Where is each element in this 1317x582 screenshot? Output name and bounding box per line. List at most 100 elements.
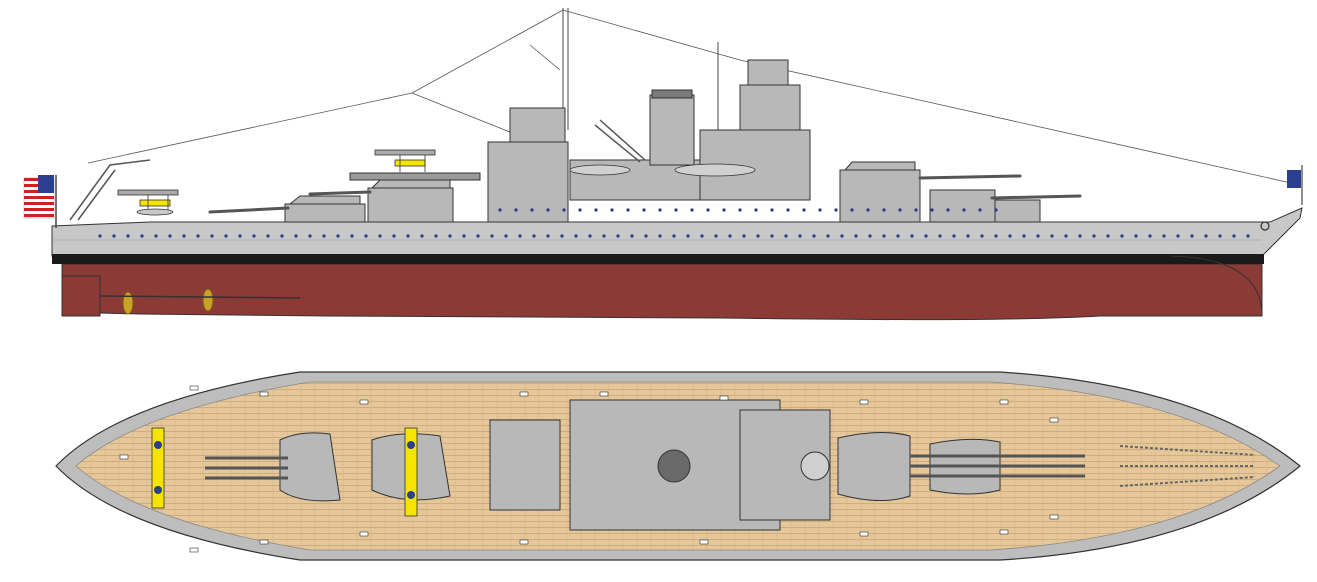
porthole: [1232, 234, 1236, 238]
rigging-lines: [87, 9, 1301, 186]
porthole: [610, 208, 614, 212]
bollard: [189, 385, 199, 391]
porthole: [448, 234, 452, 238]
porthole: [952, 234, 956, 238]
flag-stripe: [24, 202, 54, 205]
porthole: [392, 234, 396, 238]
porthole: [518, 234, 522, 238]
porthole: [978, 208, 982, 212]
porthole: [322, 234, 326, 238]
hull-red-lower: [61, 263, 1263, 321]
porthole: [1218, 234, 1222, 238]
propellers: [99, 288, 301, 315]
porthole: [854, 234, 858, 238]
anchor-hawse: [1260, 221, 1270, 231]
masts: [562, 8, 719, 140]
porthole: [818, 208, 822, 212]
superstructure-top: [489, 399, 831, 531]
bow-forefoot: [1169, 255, 1263, 317]
boat-crane: [594, 119, 646, 163]
aft-turret-2-top: [370, 179, 451, 189]
bollard: [359, 531, 369, 537]
fwd-deck-house: [994, 199, 1041, 223]
porthole: [1036, 234, 1040, 238]
porthole: [1050, 234, 1054, 238]
porthole: [644, 234, 648, 238]
porthole: [308, 234, 312, 238]
porthole: [630, 234, 634, 238]
porthole: [476, 234, 480, 238]
porthole: [378, 234, 382, 238]
porthole: [1162, 234, 1166, 238]
propeller-fwd: [202, 288, 214, 312]
bollard: [1049, 417, 1059, 423]
superstructure: [284, 59, 1041, 223]
porthole: [1190, 234, 1194, 238]
porthole: [962, 208, 966, 212]
porthole: [350, 234, 354, 238]
porthole: [756, 234, 760, 238]
porthole: [866, 208, 870, 212]
aft-turret-barbette: [284, 203, 366, 223]
director-top: [800, 451, 830, 481]
bollard: [859, 399, 869, 405]
porthole: [728, 234, 732, 238]
porthole: [882, 234, 886, 238]
porthole: [770, 234, 774, 238]
propeller-aft: [122, 291, 134, 315]
porthole: [784, 234, 788, 238]
porthole: [924, 234, 928, 238]
porthole: [910, 234, 914, 238]
porthole: [140, 234, 144, 238]
porthole: [658, 208, 662, 212]
porthole: [560, 234, 564, 238]
porthole: [530, 208, 534, 212]
bollard: [119, 454, 129, 460]
porthole: [980, 234, 984, 238]
porthole: [672, 234, 676, 238]
bollard: [359, 399, 369, 405]
porthole: [826, 234, 830, 238]
porthole: [686, 234, 690, 238]
anchor-chains: [1119, 445, 1256, 487]
top-plan-view: [55, 371, 1301, 561]
porthole: [616, 234, 620, 238]
deck-bollards: [119, 385, 1059, 553]
porthole: [594, 208, 598, 212]
porthole: [574, 234, 578, 238]
porthole: [1078, 234, 1082, 238]
bridge-tower: [509, 107, 566, 143]
porthole: [850, 208, 854, 212]
fwd-turret-3: [839, 169, 921, 223]
porthole: [252, 234, 256, 238]
porthole: [196, 234, 200, 238]
porthole: [896, 234, 900, 238]
hull-side: [51, 207, 1303, 321]
porthole: [674, 208, 678, 212]
hull-gray-upper: [51, 207, 1303, 257]
porthole: [546, 208, 550, 212]
fwd-turret-4: [929, 189, 996, 223]
bollard: [259, 539, 269, 545]
porthole: [406, 234, 410, 238]
seaplane-top-catapult: [404, 427, 418, 517]
porthole: [294, 234, 298, 238]
turret-3-top: [837, 431, 911, 502]
aircraft-crane-aft: [69, 159, 151, 221]
porthole: [1176, 234, 1180, 238]
funnel-cap: [651, 89, 693, 99]
jack-flag: [1287, 165, 1303, 205]
porthole: [834, 208, 838, 212]
porthole: [966, 234, 970, 238]
porthole: [498, 208, 502, 212]
porthole: [658, 234, 662, 238]
rudder-skeg: [61, 275, 101, 317]
porthole: [602, 234, 606, 238]
seaplane-catapult: [374, 149, 436, 172]
bollard: [719, 395, 729, 401]
seaplane-top-aft: [151, 427, 165, 509]
forward-tower: [739, 84, 801, 131]
porthole: [742, 234, 746, 238]
bollard: [259, 391, 269, 397]
porthole: [1008, 234, 1012, 238]
